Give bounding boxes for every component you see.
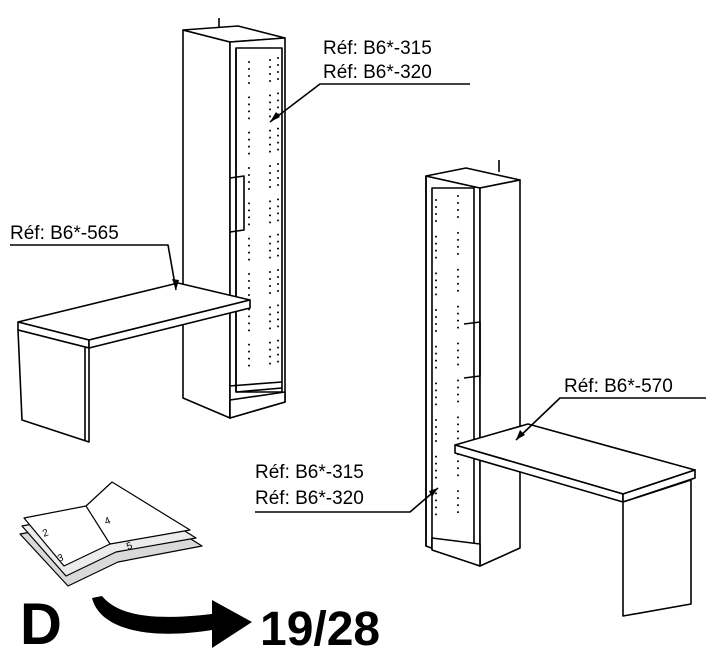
desk-right — [454, 423, 696, 617]
desk-right-ref: Réf: B6*-570 — [564, 376, 673, 397]
tower-right-ref-b: Réf: B6*-320 — [255, 488, 364, 509]
tower-left-ref-a: Réf: B6*-315 — [323, 38, 432, 59]
tower-left-ref-b: Réf: B6*-320 — [323, 62, 432, 83]
curved-arrow-icon — [92, 596, 252, 648]
tower-right-ref-a: Réf: B6*-315 — [255, 462, 364, 483]
shelf-pin-holes — [269, 59, 271, 365]
page-reference: 19/28 — [260, 603, 381, 656]
leader-lines — [10, 83, 706, 513]
desk-left — [17, 282, 251, 443]
section-letter: D — [20, 592, 62, 657]
manual-booklet-icon — [19, 481, 203, 587]
tower-right — [425, 160, 521, 567]
shelf-pin-holes — [435, 199, 437, 516]
desk-left-ref: Réf: B6*-565 — [10, 223, 119, 244]
shelf-pin-holes — [248, 61, 250, 367]
shelf-pin-holes — [457, 195, 459, 514]
shelf-pin-holes — [277, 57, 279, 363]
tower-left — [182, 18, 286, 419]
